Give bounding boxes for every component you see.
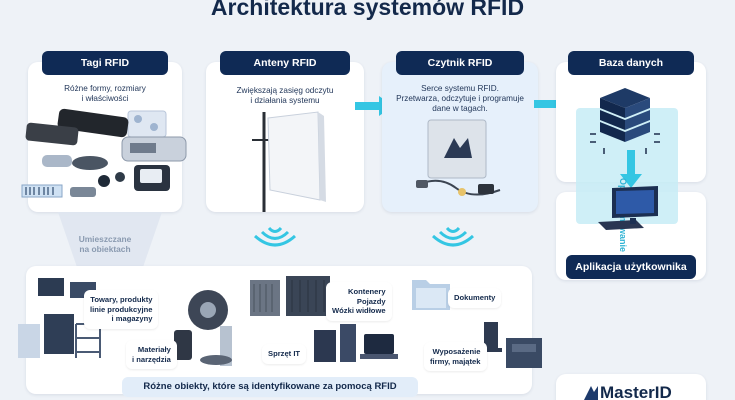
tags-description: Różne formy, rozmiary i właściwości — [64, 84, 146, 103]
tags-label: Tagi RFID — [42, 51, 168, 75]
office-furniture-illustration — [482, 322, 542, 368]
antenna-illustration — [252, 111, 326, 212]
computer-icon — [598, 186, 658, 230]
database-label: Baza danych — [568, 51, 694, 75]
placement-funnel — [58, 212, 162, 270]
reader-illustration — [416, 119, 501, 196]
database-server-icon — [590, 88, 660, 154]
app-label: Aplikacja użytkownika — [566, 255, 696, 279]
page-title: Architektura systemów RFID — [210, 0, 525, 20]
object-label-documents: Dokumenty — [448, 288, 502, 308]
documents-illustration — [412, 280, 450, 310]
reader-wifi-icon — [431, 226, 475, 247]
masterid-logo-icon — [584, 386, 598, 400]
object-label-assets: Wyposażenie firmy, majątek — [424, 342, 487, 371]
antenna-wifi-icon — [253, 226, 297, 247]
reader-label: Czytnik RFID — [396, 51, 524, 75]
object-label-materials: Materiały i narzędzia — [126, 340, 177, 369]
objects-caption: Różne obiekty, które są identyfikowane z… — [122, 377, 418, 397]
logo-card — [556, 374, 706, 400]
tools-illustration — [174, 290, 232, 366]
antennas-label: Anteny RFID — [220, 51, 350, 75]
object-label-goods: Towary, produkty linie produkcyjne i mag… — [84, 290, 159, 329]
arrow-database-to-app — [620, 150, 642, 188]
logo-text: MasterID — [600, 383, 672, 400]
reader-description: Serce systemu RFID. Przetwarza, odczytuj… — [396, 84, 524, 113]
object-label-it: Sprzęt IT — [262, 344, 307, 364]
antennas-description: Zwiększają zasięg odczytu i działania sy… — [236, 86, 334, 105]
rfid-tags-illustration — [21, 108, 187, 198]
it-equipment-illustration — [314, 324, 398, 362]
placement-label: Umieszczane na obiektach — [78, 234, 132, 254]
containers-illustration — [250, 276, 330, 316]
object-label-containers: Kontenery Pojazdy Wózki widłowe — [326, 282, 392, 321]
